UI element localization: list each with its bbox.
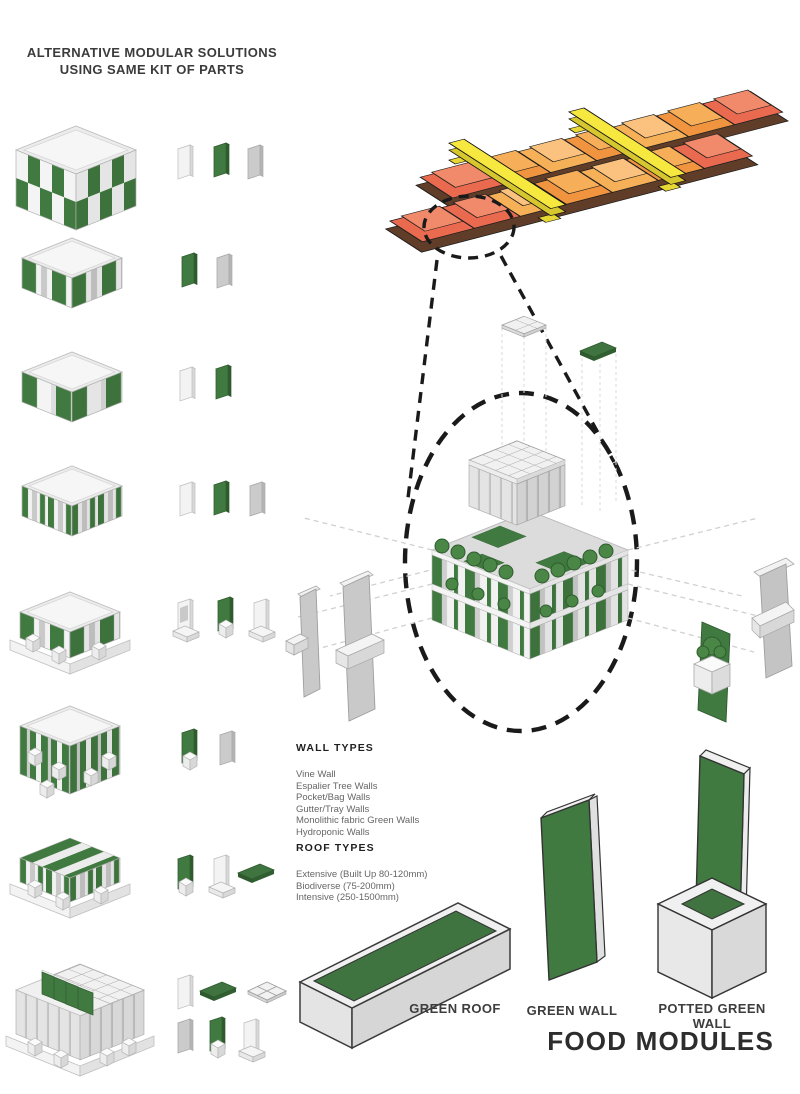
page-title-line2: USING SAME KIT OF PARTS: [59, 62, 245, 77]
wall-types-heading: WALL TYPES: [296, 742, 374, 754]
building-iso-6: [18, 705, 122, 799]
page-title-line1: ALTERNATIVE MODULAR SOLUTIONS: [26, 45, 278, 60]
terrace-trees: [434, 538, 614, 618]
roof-type-item: Intensive (250-1500mm): [296, 892, 399, 903]
kit-parts-8: [177, 974, 287, 1062]
module-row-3: [20, 351, 232, 423]
kit-parts-6: [182, 729, 236, 770]
wall-type-item: Espalier Tree Walls: [296, 780, 378, 792]
building-iso-7: [9, 837, 131, 919]
kit-parts-2: [181, 252, 233, 289]
exploded-grid-roof-piece: [501, 315, 547, 338]
green-roof-model: [298, 902, 512, 1050]
kit-parts-5: [173, 597, 275, 642]
wall-type-item: Vine Wall: [296, 769, 336, 780]
wall-type-item: Monolithic fabric Green Walls: [296, 815, 420, 826]
potted-green-wall-model: [656, 749, 768, 1000]
module-row-4: [20, 465, 266, 537]
callout-line-right: [499, 255, 616, 463]
page-title: ALTERNATIVE MODULAR SOLUTIONS USING SAME…: [26, 44, 278, 78]
callout-line-left: [406, 259, 439, 499]
module-row-5: [9, 591, 275, 675]
wall-type-item: Gutter/Tray Walls: [296, 803, 370, 815]
module-row-8: [5, 963, 287, 1077]
beam-2: [567, 107, 687, 192]
building-iso-1: [14, 125, 138, 231]
callout-large-circle: [402, 390, 640, 734]
potted-green-wall-label: POTTED GREEN WALL: [658, 1001, 766, 1031]
kit-parts-4: [179, 480, 266, 517]
glass-cube: [468, 440, 566, 526]
kit-parts-3: [179, 364, 232, 402]
left-tower-piece-1: [285, 585, 321, 698]
module-row-2: [20, 237, 233, 309]
roof-type-item: Extensive (Built Up 80-120mm): [296, 869, 428, 880]
beam-1: [447, 138, 567, 223]
green-wall-model: [540, 793, 606, 981]
left-tower-piece-2: [335, 570, 385, 722]
food-modules-heading: FOOD MODULES: [547, 1026, 774, 1056]
module-row-7: [9, 837, 275, 919]
roof-types-block: ROOF TYPES Extensive (Built Up 80-120mm)…: [296, 842, 516, 904]
roof-module-assembly: [384, 89, 790, 253]
building-iso-5: [9, 591, 131, 675]
callout: [402, 194, 640, 734]
module-row-1: [14, 125, 264, 231]
building-iso-4: [20, 465, 124, 537]
green-wall-label: GREEN WALL: [526, 1003, 618, 1018]
wall-type-item: Hydroponic Walls: [296, 826, 370, 838]
kit-parts-1: [177, 142, 264, 180]
green-roof-label: GREEN ROOF: [409, 1001, 501, 1016]
building-iso-2: [20, 237, 124, 309]
hub-building: [430, 440, 630, 660]
kit-parts-7: [178, 855, 275, 898]
exploded-green-roof-piece: [579, 341, 617, 362]
module-row-6: [18, 705, 236, 799]
building-iso-3: [20, 351, 124, 423]
right-tower-piece: [751, 557, 795, 679]
green-wall-piece: [693, 621, 731, 723]
wall-types-block: WALL TYPES Vine Wall Espalier Tree Walls…: [296, 742, 516, 838]
roof-types-heading: ROOF TYPES: [296, 842, 375, 854]
callout-small-circle: [422, 194, 516, 260]
wall-type-item: Pocket/Bag Walls: [296, 792, 371, 803]
roof-type-item: Biodiverse (75-200mm): [296, 880, 395, 892]
building-iso-8: [5, 963, 155, 1077]
